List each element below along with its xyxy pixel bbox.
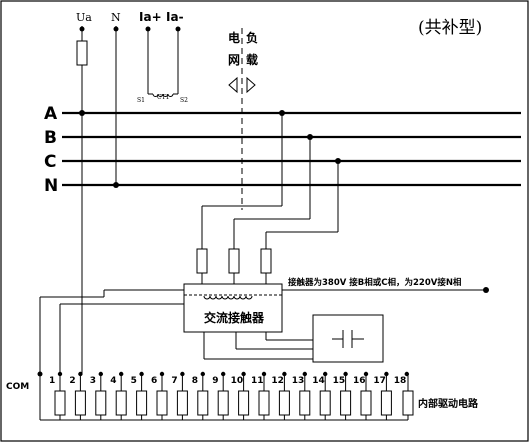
terminal-number: 2 — [69, 376, 75, 386]
terminal-number: 6 — [151, 376, 157, 386]
terminal-number: 15 — [333, 376, 346, 386]
current-transformer-icon — [145, 26, 181, 97]
ct-s2-label: S2 — [180, 97, 188, 104]
contactor-supply-terminal — [483, 287, 489, 293]
relay-driver-icon — [115, 390, 127, 416]
ct-name-label: CT1 — [157, 94, 169, 101]
terminal-number: 16 — [353, 376, 366, 386]
relay-driver-icon — [156, 390, 168, 416]
ua-terminal — [79, 26, 85, 32]
contactor-note: 接触器为380V 接B相或C相，为220V接N相 — [288, 277, 462, 288]
relay-driver-icon — [319, 390, 331, 416]
terminal-number: 11 — [251, 376, 264, 386]
relay-driver-icon — [380, 390, 392, 416]
capacitor-icon — [332, 330, 364, 348]
bus-label-b: B — [44, 128, 57, 148]
terminal-number: 5 — [131, 376, 137, 386]
bus-label-c: C — [44, 152, 56, 172]
terminal-number: 13 — [292, 376, 305, 386]
ia-minus-label: Ia- — [166, 10, 184, 24]
ct-s1-label: S1 — [137, 97, 145, 104]
load-label-2: 载 — [246, 52, 258, 67]
n-terminal — [113, 26, 119, 32]
terminal-number: 18 — [394, 376, 407, 386]
ua-label: Ua — [76, 11, 92, 24]
relay-driver-icon — [360, 390, 372, 416]
bus-label-n: N — [44, 176, 58, 196]
fuse-icon — [196, 248, 208, 274]
com-label: COM — [6, 382, 29, 392]
terminal-number: 7 — [171, 376, 177, 386]
relay-driver-icon — [54, 390, 66, 416]
fuse-icon — [76, 40, 88, 66]
relay-driver-icon — [340, 390, 352, 416]
fuse-icon — [228, 248, 240, 274]
grid-label-1: 电 — [228, 30, 240, 45]
terminal-number: 14 — [312, 376, 325, 386]
ia-plus-label: Ia+ — [139, 10, 162, 24]
load-label-1: 负 — [246, 30, 258, 45]
bus-label-a: A — [44, 104, 58, 124]
relay-driver-icon — [136, 390, 148, 416]
relay-driver-icon — [217, 390, 229, 416]
contactor-label: 交流接触器 — [204, 310, 265, 325]
phase-tap-wires — [201, 110, 341, 249]
terminal-number: 10 — [231, 376, 244, 386]
relay-driver-icon — [299, 390, 311, 416]
relay-driver-icon — [176, 390, 188, 416]
internal-drive-label: 内部驱动电路 — [418, 397, 479, 410]
contactor-coil-icon — [203, 295, 253, 300]
relay-driver-icon — [258, 390, 270, 416]
terminal-number: 12 — [271, 376, 284, 386]
terminal-number: 9 — [212, 376, 218, 386]
mode-label: (共补型) — [418, 18, 482, 38]
capacitor-box — [312, 314, 384, 363]
relay-driver-icon — [74, 390, 86, 416]
relay-driver-icon — [238, 390, 250, 416]
terminal-number: 8 — [192, 376, 198, 386]
terminal-number: 1 — [49, 376, 55, 386]
fuse-icon — [260, 248, 272, 274]
relay-driver-icon — [402, 390, 414, 416]
n-label: N — [111, 11, 121, 24]
terminal-number: 4 — [110, 376, 116, 386]
terminal-number: 3 — [90, 376, 96, 386]
relay-driver-icon — [278, 390, 290, 416]
direction-arrows-icon — [228, 76, 256, 94]
ac-contactor — [183, 283, 283, 333]
grid-label-2: 网 — [228, 53, 240, 67]
terminal-number: 17 — [373, 376, 386, 386]
relay-driver-icon — [197, 390, 209, 416]
relay-driver-icon — [95, 390, 107, 416]
